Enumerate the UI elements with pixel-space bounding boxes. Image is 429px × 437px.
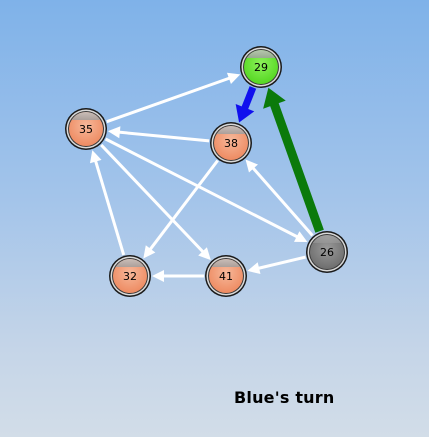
node-label: 38 [224, 137, 238, 150]
arrowhead [293, 231, 308, 242]
edge-35-to-41 [100, 143, 211, 261]
node-32[interactable]: 32 [109, 255, 151, 297]
edge-26-to-29 [263, 87, 324, 233]
edge-29-to-38 [235, 86, 257, 123]
edge-32-to-35 [90, 150, 126, 256]
node-label: 41 [219, 270, 233, 283]
node-label: 35 [79, 123, 93, 136]
node-label: 26 [320, 246, 334, 259]
arrowhead [247, 262, 261, 274]
node-29[interactable]: 29 [240, 46, 282, 88]
node-26[interactable]: 26 [306, 231, 348, 273]
edge-38-to-35 [107, 126, 210, 143]
node-label: 32 [123, 270, 137, 283]
edges-layer [90, 72, 324, 282]
arrowhead [152, 270, 164, 282]
node-41[interactable]: 41 [205, 255, 247, 297]
edge-41-to-32 [152, 270, 204, 282]
turn-indicator: Blue's turn [234, 388, 335, 407]
arrowhead [263, 87, 286, 109]
edge-38-to-32 [143, 159, 219, 259]
arrowhead [107, 126, 121, 139]
arrowhead [143, 245, 156, 259]
arrowhead [198, 247, 211, 261]
arrowhead [226, 72, 241, 85]
edge-26-to-41 [247, 255, 306, 274]
arrowhead [245, 159, 258, 173]
edge-35-to-29 [106, 72, 241, 124]
node-35[interactable]: 35 [65, 108, 107, 150]
node-label: 29 [254, 61, 268, 74]
arrowhead [235, 103, 255, 123]
arrowhead [90, 150, 102, 164]
nodes-layer: 29 35 38 26 32 41 [65, 46, 348, 297]
edge-26-to-38 [245, 159, 314, 237]
node-38[interactable]: 38 [210, 122, 252, 164]
edge-35-to-26 [104, 137, 308, 242]
